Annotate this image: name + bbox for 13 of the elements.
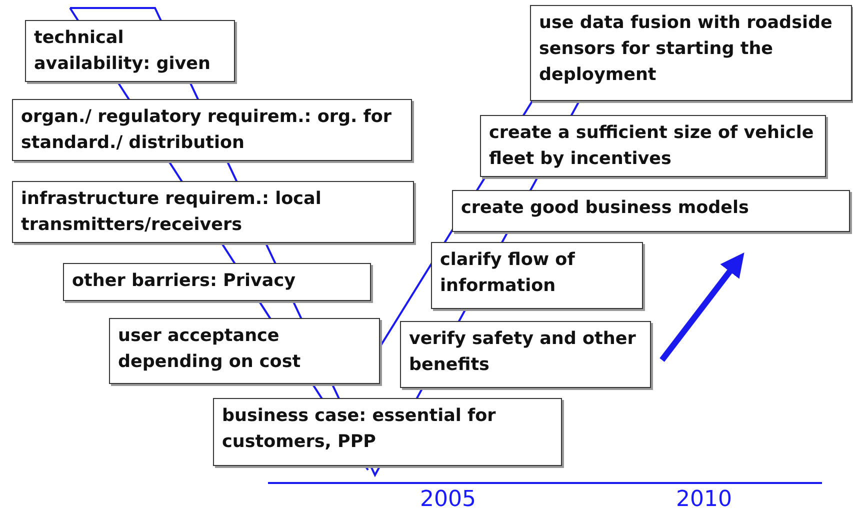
- barrier-box: organ./ regulatory requirem.: org. for standard./ distribution: [12, 99, 412, 161]
- year-label: 2005: [420, 487, 476, 512]
- barrier-box: other barriers: Privacy: [63, 263, 371, 301]
- year-label: 2010: [676, 487, 732, 512]
- barrier-box: infrastructure requirem.: local transmitters/receivers: [12, 181, 414, 243]
- measure-box: create a sufficient size of vehicle fleet by incentives: [480, 115, 826, 177]
- measure-box: create good business models: [452, 190, 850, 232]
- measure-box: use data fusion with roadside sensors for starting the deployment: [530, 5, 852, 101]
- measure-box: verify safety and other benefits: [400, 321, 651, 388]
- measure-box: clarify flow of information: [431, 242, 643, 309]
- barrier-box: technical availability: given: [25, 20, 235, 82]
- barrier-box: user acceptance depending on cost: [109, 318, 380, 384]
- barrier-box: business case: essential for customers, PPP: [213, 398, 562, 466]
